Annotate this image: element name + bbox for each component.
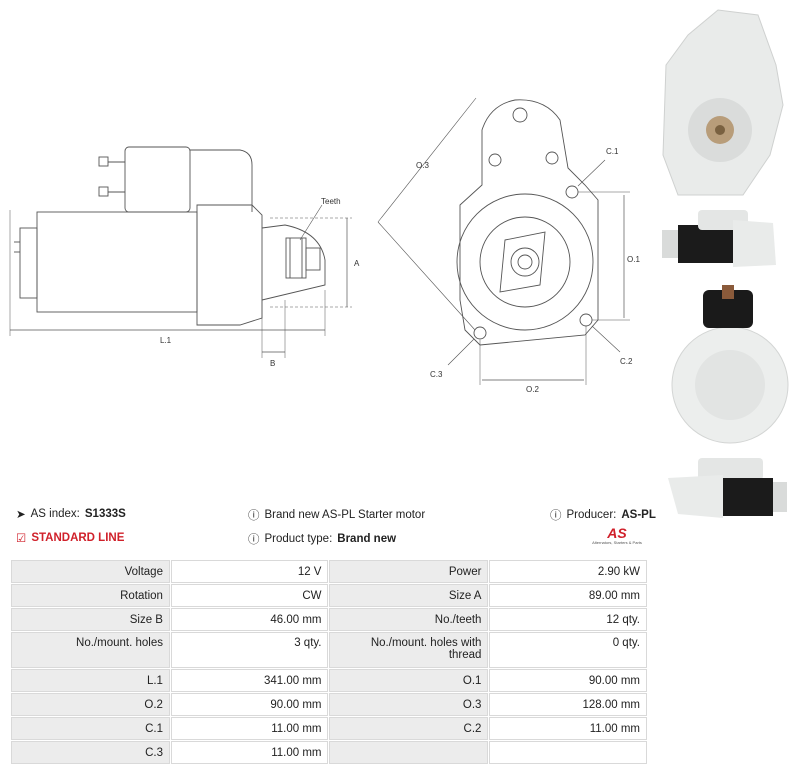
label-teeth: Teeth [321,197,341,206]
spec-value: 89.00 mm [489,584,647,607]
label-b: B [270,359,275,368]
label-o3: O.3 [416,161,429,170]
spec-label: O.2 [11,693,170,716]
spec-label: C.2 [329,717,489,740]
product-photo-side-2 [668,458,787,518]
spec-label: No./mount. holes [11,632,170,668]
info-icon: ⓘ [550,510,562,522]
description-text: Brand new AS-PL Starter motor [264,509,426,521]
as-index-label: AS index: [30,508,80,520]
spec-value: 12 V [170,560,329,583]
as-pl-logo: AS Alternators, Starters & Parts [586,526,648,545]
spec-value: 90.00 mm [170,693,329,716]
product-photo-side-1 [662,210,776,267]
product-type-value: Brand new [337,533,397,545]
producer-label: Producer: [566,509,617,521]
product-type: ⓘ Product type: Brand new [248,531,396,547]
spec-label: Power [329,560,489,583]
spec-value: 11.00 mm [489,717,647,740]
spec-value: 128.00 mm [489,693,647,716]
spec-value: 11.00 mm [170,741,329,764]
spec-value: 12 qty. [489,608,647,631]
label-c3: C.3 [430,370,443,379]
spec-label: O.1 [329,669,489,692]
label-a: A [354,259,360,268]
spec-value: 11.00 mm [170,717,329,740]
spec-value: 341.00 mm [170,669,329,692]
label-c2: C.2 [620,357,633,366]
product-photo-rear [671,285,789,444]
product-type-label: Product type: [264,533,333,545]
spec-value: CW [170,584,329,607]
technical-drawing: Teeth A B L.1 O.3 C.1 O.1 C.2 C.3 O.2 [9,97,640,394]
label-o2: O.2 [526,385,539,394]
label-c1: C.1 [606,147,619,156]
producer: ⓘ Producer: AS-PL [550,507,656,523]
spec-label: Size A [329,584,489,607]
spec-value [489,741,647,764]
description: ⓘ Brand new AS-PL Starter motor [248,507,425,523]
checkbox-icon: ☑ [16,533,27,545]
info-icon: ⓘ [248,510,260,522]
producer-value: AS-PL [621,509,656,521]
spec-value: 2.90 kW [489,560,647,583]
as-index: ➤ AS index: S1333S [16,507,126,521]
spec-label: C.3 [11,741,170,764]
spec-label: Voltage [11,560,170,583]
spec-label: L.1 [11,669,170,692]
spec-label: Rotation [11,584,170,607]
spec-label: No./teeth [329,608,489,631]
info-icon: ⓘ [248,534,260,546]
spec-label: Size B [11,608,170,631]
product-photo-front [662,9,784,196]
as-index-value: S1333S [84,508,126,520]
standard-line: ☑ STANDARD LINE [16,531,124,545]
spec-value: 46.00 mm [170,608,329,631]
standard-line-label: STANDARD LINE [31,532,125,544]
spec-label: No./mount. holes with thread [329,632,489,668]
spec-label: C.1 [11,717,170,740]
label-l1: L.1 [160,336,172,345]
logo-mark: AS [607,525,627,541]
spec-label: O.3 [329,693,489,716]
spec-value: 0 qty. [489,632,647,668]
label-o1: O.1 [627,255,640,264]
spec-value: 90.00 mm [489,669,647,692]
logo-tagline: Alternators, Starters & Parts [592,540,642,545]
tag-icon: ➤ [16,509,26,521]
spec-value: 3 qty. [170,632,329,668]
spec-label [329,741,489,764]
